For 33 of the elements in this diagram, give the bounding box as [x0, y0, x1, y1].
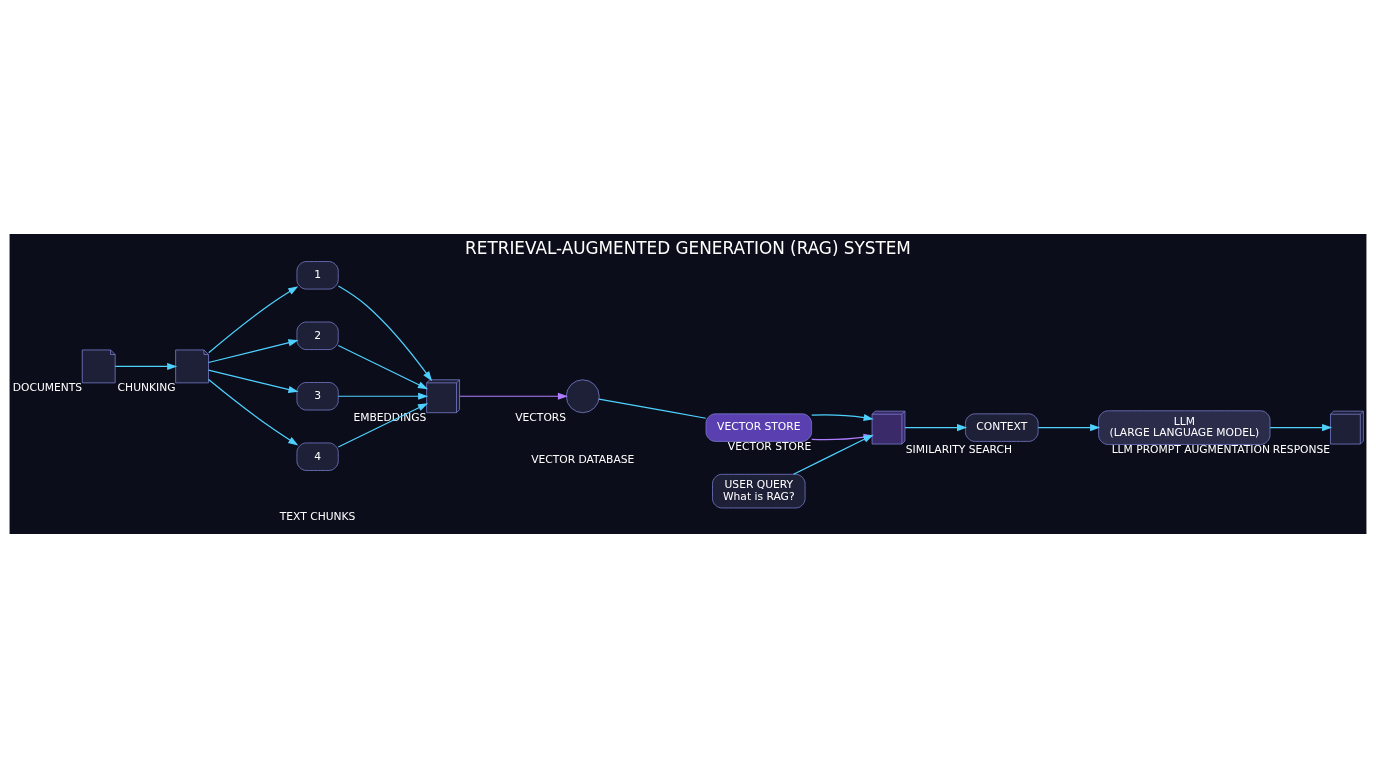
- arrow: [207, 369, 299, 393]
- node-box: 2: [296, 321, 339, 350]
- node-label: RESPONSE: [1272, 442, 1331, 456]
- arrow: [337, 392, 429, 400]
- node-box: VECTOR STORE: [705, 413, 812, 442]
- diagram-title: RETRIEVAL-AUGMENTED GENERATION (RAG) SYSTEM: [465, 237, 911, 258]
- arrow: [337, 285, 433, 382]
- node-circle: [565, 379, 600, 414]
- node-box: 3: [296, 382, 339, 411]
- node-box: 4: [296, 442, 339, 471]
- arrow: [459, 392, 568, 400]
- label: VECTOR DATABASE: [531, 452, 635, 466]
- node-box: CONTEXT: [965, 413, 1039, 442]
- node-box: USER QUERY What is RAG?: [712, 473, 806, 509]
- node-box: 1: [296, 261, 339, 290]
- arrow: [904, 424, 968, 432]
- node-label: SIMILARITY SEARCH: [905, 442, 1013, 456]
- node-label: VECTORS: [515, 411, 567, 425]
- node-label: LLM PROMPT AUGMENTATION: [1111, 443, 1270, 457]
- arrow: [207, 339, 299, 364]
- arrow: [811, 414, 874, 421]
- arrow: [1269, 424, 1333, 432]
- node-box: LLM (LARGE LANGUAGE MODEL): [1098, 410, 1271, 445]
- arrow: [337, 344, 429, 390]
- label: TEXT CHUNKS: [279, 509, 356, 523]
- node-label: CHUNKING: [117, 381, 176, 395]
- arrow: [207, 378, 299, 446]
- arrow: [1037, 424, 1101, 432]
- node-label: VECTOR STORE: [727, 439, 812, 453]
- node-label: DOCUMENTS: [12, 381, 83, 395]
- connector: [598, 398, 707, 419]
- arrow: [208, 286, 299, 354]
- arrow: [114, 362, 178, 370]
